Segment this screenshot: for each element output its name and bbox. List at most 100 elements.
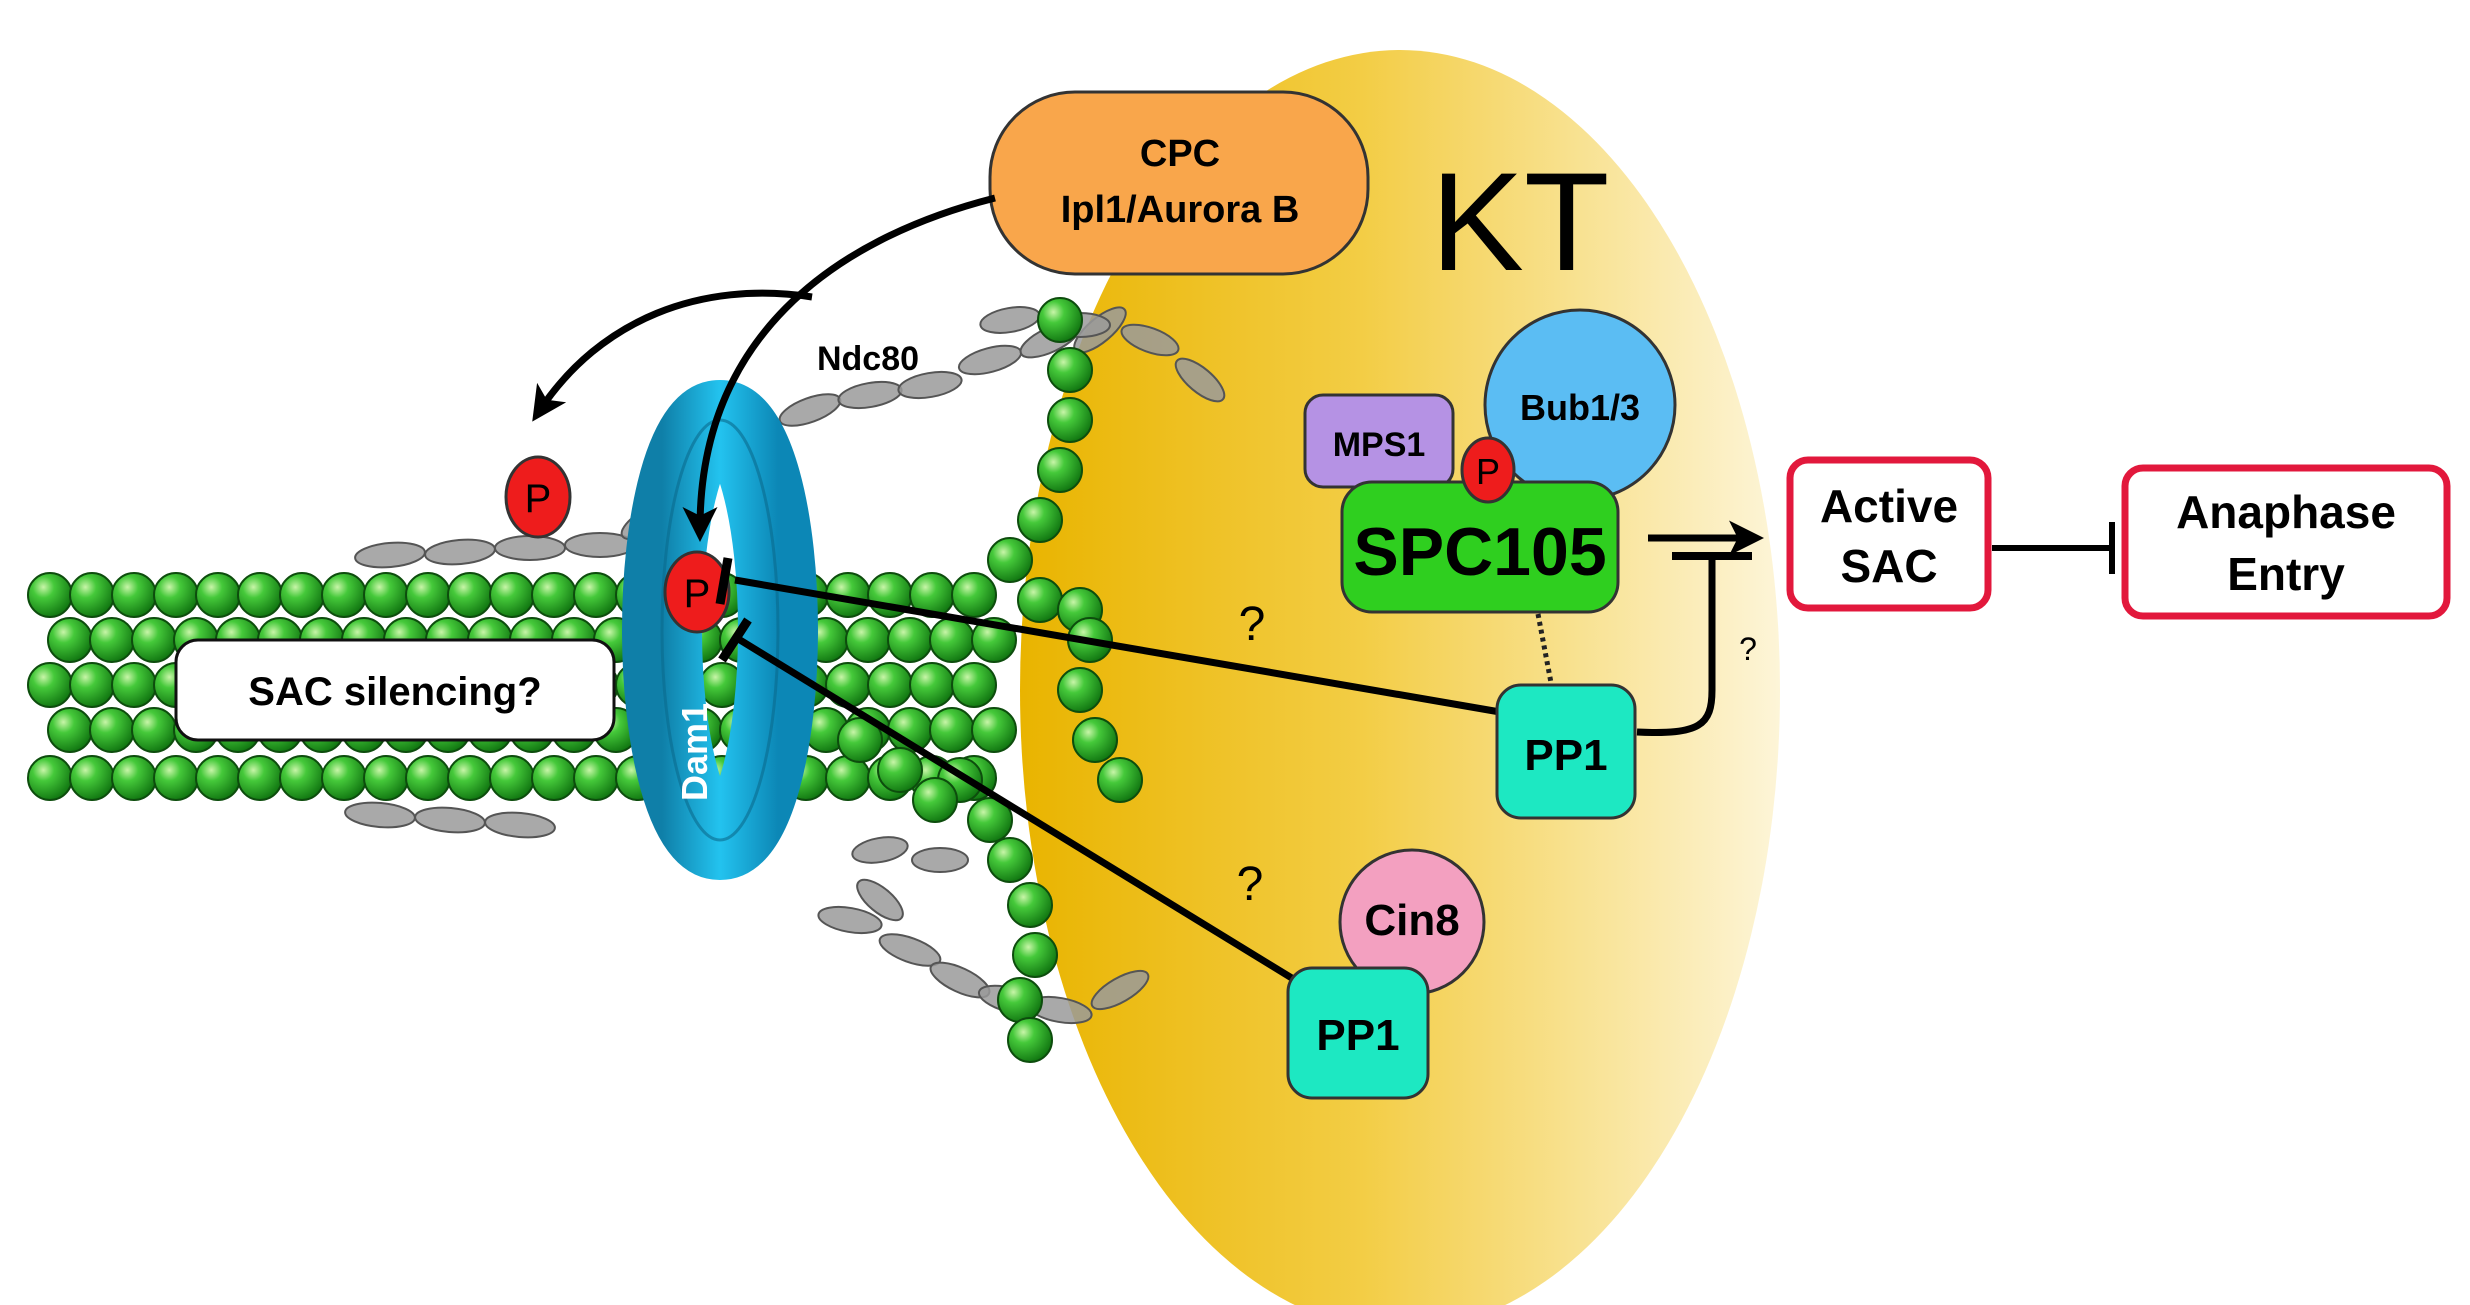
microtubule-bead	[1037, 447, 1083, 493]
ndc80-segment	[911, 847, 969, 873]
cpc-complex: CPC Ipl1/Aurora B	[988, 90, 1370, 276]
ndc80-label: Ndc80	[817, 340, 919, 378]
microtubule-bead	[1007, 1017, 1053, 1063]
microtubule-bead	[837, 717, 883, 763]
ndc80-segment	[1174, 357, 1226, 403]
cin8-label: Cin8	[1364, 896, 1459, 945]
inhibition-pp1-upper-to-dam1	[715, 557, 1501, 716]
microtubule-bead	[131, 707, 177, 753]
microtubule-bead	[573, 755, 619, 801]
phospho-ndc80-label: P	[525, 477, 552, 521]
microtubule-bead	[912, 777, 958, 823]
ndc80-segment	[354, 541, 426, 569]
ndc80-segment	[1090, 969, 1150, 1011]
microtubule-bead	[111, 755, 157, 801]
microtubule-bead	[1047, 347, 1093, 393]
anaphase-entry-box: Anaphase Entry	[2121, 464, 2451, 620]
microtubule-bead	[111, 662, 157, 708]
microtubule-bead	[363, 755, 409, 801]
cpc-label-line1: CPC	[1140, 133, 1220, 175]
active-sac-line2: SAC	[1840, 540, 1937, 592]
microtubule-bead	[1017, 577, 1063, 623]
kt-label: KT	[1431, 143, 1610, 300]
anaphase-line2: Entry	[2227, 548, 2345, 600]
microtubule-bead	[363, 572, 409, 618]
inhibition-pp1-to-sac-arrow	[1636, 560, 1716, 736]
microtubule-bead	[1047, 397, 1093, 443]
arrow-cpc-to-ndc80-p	[532, 289, 813, 422]
microtubule-bead	[1057, 667, 1103, 713]
microtubule-bead	[929, 707, 975, 753]
microtubule-bead	[987, 537, 1033, 583]
microtubule-bead	[845, 617, 891, 663]
microtubule-bead	[1072, 717, 1118, 763]
phospho-spc105-label: P	[1476, 451, 1500, 492]
ndc80-segment	[424, 538, 496, 566]
question-mark-small: ?	[1739, 631, 1757, 667]
ndc80-segment	[778, 393, 842, 427]
pp1-upper: PP1	[1495, 683, 1637, 820]
microtubule-bead	[237, 572, 283, 618]
microtubule-bead	[47, 707, 93, 753]
ndc80-segment	[957, 344, 1023, 376]
microtubule-bead	[153, 572, 199, 618]
microtubule-bead	[887, 617, 933, 663]
microtubule-bead	[997, 977, 1043, 1023]
ndc80-segment	[837, 380, 903, 410]
ndc80-segment	[979, 306, 1041, 334]
microtubule-bead	[405, 755, 451, 801]
microtubule-bead	[447, 572, 493, 618]
microtubule-bead	[47, 617, 93, 663]
sac-silencing-label: SAC silencing?	[248, 670, 541, 714]
question-mark-upper: ?	[1239, 598, 1266, 651]
spc105-label: SPC105	[1353, 514, 1606, 590]
microtubule-bead	[69, 755, 115, 801]
microtubule-bead	[89, 617, 135, 663]
microtubule-bead	[489, 755, 535, 801]
microtubule-bead	[573, 572, 619, 618]
microtubule-bead	[967, 797, 1013, 843]
microtubule-bead	[987, 837, 1033, 883]
cpc-label-line2: Ipl1/Aurora B	[1061, 189, 1300, 231]
microtubule-bead	[89, 707, 135, 753]
ndc80-segment	[344, 801, 416, 829]
phospho-ndc80: P	[504, 455, 572, 539]
phospho-spc105	[1460, 436, 1516, 504]
microtubule-bead	[1037, 297, 1083, 343]
ndc80-segment	[851, 836, 909, 864]
active-sac-box: Active SAC	[1786, 456, 1992, 612]
dam1-label: Dam1	[674, 703, 715, 801]
pp1-upper-label: PP1	[1524, 731, 1607, 780]
ndc80-segment	[1120, 323, 1180, 357]
ndc80-segment	[878, 933, 942, 967]
microtubule-bead	[1017, 497, 1063, 543]
microtubule-bead	[131, 617, 177, 663]
microtubule-bead	[971, 707, 1017, 753]
microtubule-bead	[929, 617, 975, 663]
cin8-pp1-complex: Cin8 PP1	[1286, 848, 1486, 1100]
microtubule-bead	[1012, 932, 1058, 978]
microtubule-bead	[27, 572, 73, 618]
ndc80-segment	[484, 811, 556, 839]
anaphase-line1: Anaphase	[2176, 486, 2396, 538]
microtubule-bead	[27, 755, 73, 801]
pp1-lower-label: PP1	[1316, 1011, 1399, 1060]
microtubule-bead	[909, 662, 955, 708]
question-mark-lower: ?	[1237, 858, 1264, 911]
inhibition-pp1-lower-to-dam1	[718, 617, 1297, 983]
pp1-lower-box	[1286, 966, 1430, 1100]
bub13-label: Bub1/3	[1520, 387, 1640, 428]
ndc80-segment	[856, 878, 904, 922]
microtubule-bead	[447, 755, 493, 801]
microtubule-bead	[195, 572, 241, 618]
microtubule-bead	[867, 662, 913, 708]
microtubule-bead	[1007, 882, 1053, 928]
microtubule-bead	[195, 755, 241, 801]
microtubule-bead	[1097, 757, 1143, 803]
arrow-cpc-to-dam1-p	[682, 194, 996, 542]
microtubule-bead	[877, 747, 923, 793]
microtubule-bead	[69, 572, 115, 618]
mps1-label: MPS1	[1333, 426, 1426, 464]
phospho-dam1: P	[663, 550, 731, 634]
